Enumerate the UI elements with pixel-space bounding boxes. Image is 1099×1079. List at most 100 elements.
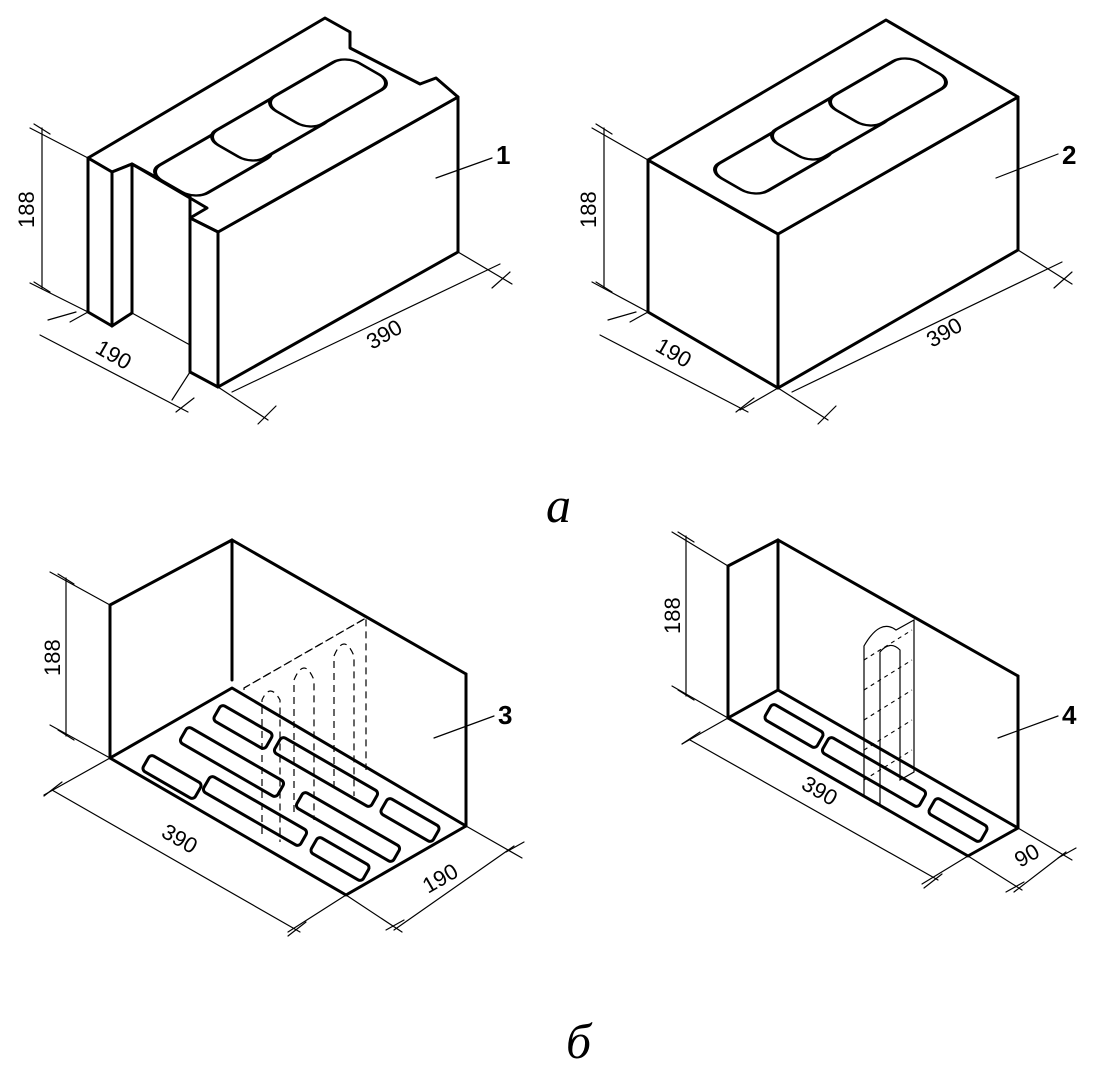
block-1-width-label: 190 xyxy=(92,335,136,375)
block-2-leader xyxy=(995,153,1059,179)
b1-dim-w-tick-2 xyxy=(175,397,195,413)
b4-dim-w-tick-1 xyxy=(1005,881,1025,893)
b2-dim-h-tick-1 xyxy=(595,123,613,135)
b1-dim-h-ext-top xyxy=(29,127,89,159)
b4-dim-l-line xyxy=(689,739,939,881)
block-3-callout: 3 xyxy=(498,700,512,730)
b2-dim-h-ext-top xyxy=(591,127,649,161)
b4-dim-w-tick-2 xyxy=(1057,847,1077,859)
b4-dim-w-line xyxy=(1013,851,1067,893)
block-4-callout: 4 xyxy=(1062,700,1077,730)
b4-hatch-3 xyxy=(863,689,913,721)
b3-dim-h-ext-top xyxy=(49,571,111,606)
block-2-width-label: 190 xyxy=(652,333,696,373)
b3-dim-w-ext-1 xyxy=(465,825,523,859)
block-1-height-label: 188 xyxy=(14,191,39,228)
b1-dim-l-line xyxy=(231,263,501,393)
caption-b: б xyxy=(566,1013,593,1069)
b4-hatch-4 xyxy=(863,719,913,751)
block-4-width-label: 90 xyxy=(1010,838,1044,872)
b2-dim-h-ext-bot xyxy=(591,281,649,313)
block-4-top-edge xyxy=(776,538,1020,678)
block-1-callout: 1 xyxy=(496,140,510,170)
block-2: 188 190 390 2 xyxy=(576,18,1076,425)
b1-dim-l-ext-1 xyxy=(217,386,269,421)
b4-hatch-1 xyxy=(863,629,913,661)
b4-dim-h-ext-bot xyxy=(671,685,729,719)
block-1-leader xyxy=(435,157,493,179)
block-3-left-edge xyxy=(108,538,234,760)
b3-dim-h-ext-bot xyxy=(49,724,111,759)
b2-dim-l-tick-2 xyxy=(1053,271,1073,289)
b4-dim-l-ext-2 xyxy=(921,855,969,885)
block-3-slot-3 xyxy=(141,754,203,800)
b4-hatch-2 xyxy=(863,659,913,691)
block-3-slot-5 xyxy=(201,775,309,847)
block-4-slot-1 xyxy=(763,703,825,749)
block-4-section-outline xyxy=(863,618,915,805)
b4-dim-h-ext-top xyxy=(671,531,729,567)
b3-dim-l-line xyxy=(51,789,301,933)
b3-dim-w-tick-1 xyxy=(385,919,405,931)
b3-dim-l-ext-1 xyxy=(43,757,111,796)
b3-dim-l-tick-1 xyxy=(43,781,63,797)
b1-dim-l-ext-2 xyxy=(457,251,513,285)
block-1-groove-base xyxy=(131,312,191,346)
block-3-slot-1 xyxy=(212,704,274,750)
b4-dim-l-tick-1 xyxy=(681,731,701,745)
b1-dim-h-tick-1 xyxy=(33,123,51,135)
b4-hatch-5 xyxy=(863,749,913,781)
block-4-hatched-section xyxy=(863,618,915,805)
block-2-length-label: 390 xyxy=(922,312,966,352)
block-3-slot-6 xyxy=(294,791,402,863)
b3-dim-l-ext-2 xyxy=(287,894,347,933)
block-1-end-left xyxy=(86,156,114,328)
block-3-slot-2 xyxy=(178,726,286,798)
block-3-slot-4 xyxy=(272,736,380,808)
b2-dim-w-tick-1 xyxy=(607,311,637,321)
b4-dim-w-ext-2 xyxy=(967,855,1023,891)
block-3-hidden-arch-1 xyxy=(261,690,281,842)
block-3-hidden-arch-2 xyxy=(293,667,315,820)
b1-dim-l-tick-1 xyxy=(257,405,277,425)
caption-a: а xyxy=(546,477,571,533)
b3-dim-w-line xyxy=(393,845,515,931)
b2-dim-w-line xyxy=(599,334,749,413)
b1-dim-l-tick-2 xyxy=(491,271,511,289)
b2-dim-w-tick-2 xyxy=(735,397,755,413)
block-3-height-label: 188 xyxy=(40,639,65,676)
block-1-core-3 xyxy=(268,58,388,128)
b4-dim-l-tick-2 xyxy=(923,873,943,889)
b2-dim-l-line xyxy=(791,261,1063,393)
block-3: 188 390 190 3 xyxy=(40,538,525,937)
b3-dim-l-tick-2 xyxy=(287,921,307,937)
block-3-bottom-face xyxy=(108,686,468,897)
b3-dim-h-tick-2 xyxy=(57,729,75,741)
block-3-hidden-arch-3 xyxy=(333,643,355,796)
b2-dim-h-tick-2 xyxy=(595,281,613,293)
b1-dim-w-ext-2 xyxy=(171,371,191,401)
b4-dim-h-tick-1 xyxy=(677,531,695,543)
block-3-top-edge xyxy=(230,538,468,676)
b1-dim-w-tick-1 xyxy=(47,311,77,321)
b2-dim-l-tick-1 xyxy=(817,405,837,425)
block-1: 188 190 390 1 xyxy=(14,16,513,425)
block-4: 188 390 90 4 xyxy=(660,531,1077,893)
block-3-hidden-outline xyxy=(243,616,367,770)
b2-dim-l-ext-1 xyxy=(777,387,829,421)
block-2-height-label: 188 xyxy=(576,191,601,228)
block-3-leader xyxy=(433,715,495,739)
b2-dim-w-ext-2 xyxy=(739,387,779,411)
block-2-core-3 xyxy=(828,57,948,127)
b2-dim-w-ext xyxy=(629,311,649,323)
block-4-left-edge xyxy=(726,538,780,720)
block-3-width-label: 190 xyxy=(418,858,462,898)
block-3-length-label: 390 xyxy=(158,819,202,859)
b2-dim-l-ext-2 xyxy=(1017,249,1073,285)
block-3-slot-8 xyxy=(309,836,371,882)
block-1-groove-inner xyxy=(110,162,134,328)
block-4-height-label: 188 xyxy=(660,597,685,634)
b1-dim-h-ext-bot xyxy=(29,282,89,313)
b1-dim-w-line xyxy=(39,334,189,413)
